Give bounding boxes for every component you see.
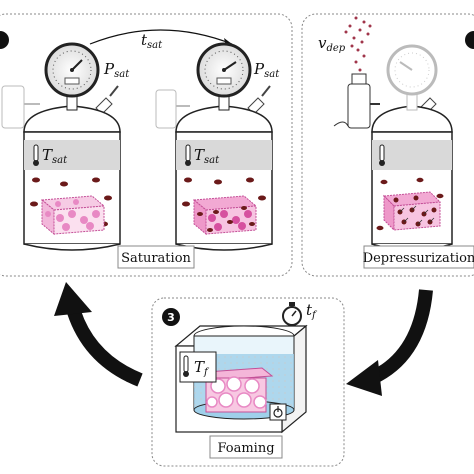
pump-icon [1, 85, 25, 129]
vessel-band [372, 140, 452, 170]
foaming-caption-box [209, 435, 283, 459]
vessel-left: Psat Tsat [1, 42, 130, 251]
depressurization-caption: Depressurization [363, 251, 474, 266]
thermometer-icon [183, 355, 189, 377]
foaming-panel-border [151, 297, 345, 467]
saturation-panel-border [0, 13, 293, 277]
depressurization-caption-box [363, 245, 474, 269]
foaming-panel: 3 tf [151, 297, 345, 467]
step-badge-1 [0, 31, 9, 49]
vessel-band [24, 140, 120, 170]
saturation-panel: tsat Psat [0, 13, 293, 277]
t-f-label: tf [306, 301, 318, 321]
T-sat-label-left: Tsat [42, 146, 68, 166]
pressure-gauge-icon [44, 42, 100, 98]
arrow-depressurization-to-foaming [346, 289, 433, 396]
foamed-polymer [204, 367, 274, 413]
vessel-depressurization [333, 44, 453, 251]
co2-particles [182, 177, 266, 207]
step-badge-2 [465, 31, 474, 49]
vessel-right: Psat Tsat [155, 42, 280, 251]
depressurization-panel-border [301, 13, 474, 277]
arrow-foaming-to-saturation [54, 282, 143, 387]
polymer-block [382, 191, 442, 232]
oil-bath: Tf [174, 324, 308, 434]
p-sat-label-right: Psat [253, 60, 280, 80]
t-sat-label: tsat [141, 31, 163, 51]
T-sat-label-right: Tsat [194, 146, 220, 166]
thermometer-icon [33, 144, 39, 166]
T-f-label: Tf [194, 358, 210, 378]
foaming-caption: Foaming [217, 441, 274, 456]
depressurization-panel: vdep [301, 13, 474, 277]
v-dep-label: vdep [318, 34, 346, 54]
pump-icon [347, 83, 371, 129]
saturation-time-arrow [89, 29, 233, 45]
vessel-band [176, 140, 272, 170]
stopwatch-icon [282, 302, 302, 326]
thermometer-icon [379, 144, 385, 166]
saturation-caption: Saturation [121, 251, 191, 266]
saturation-caption-box [117, 245, 195, 269]
pump-icon [155, 89, 177, 129]
co2-particles [376, 177, 444, 231]
pressure-gauge-icon [386, 44, 438, 96]
escaping-gas [344, 16, 372, 72]
polymer-block [192, 195, 258, 236]
p-sat-label-left: Psat [103, 60, 130, 80]
svg-text:3: 3 [167, 311, 175, 324]
thermometer-icon [185, 144, 191, 166]
polymer-block [40, 195, 106, 236]
pressure-gauge-icon [196, 42, 252, 98]
step-badge-3: 3 [162, 308, 180, 326]
